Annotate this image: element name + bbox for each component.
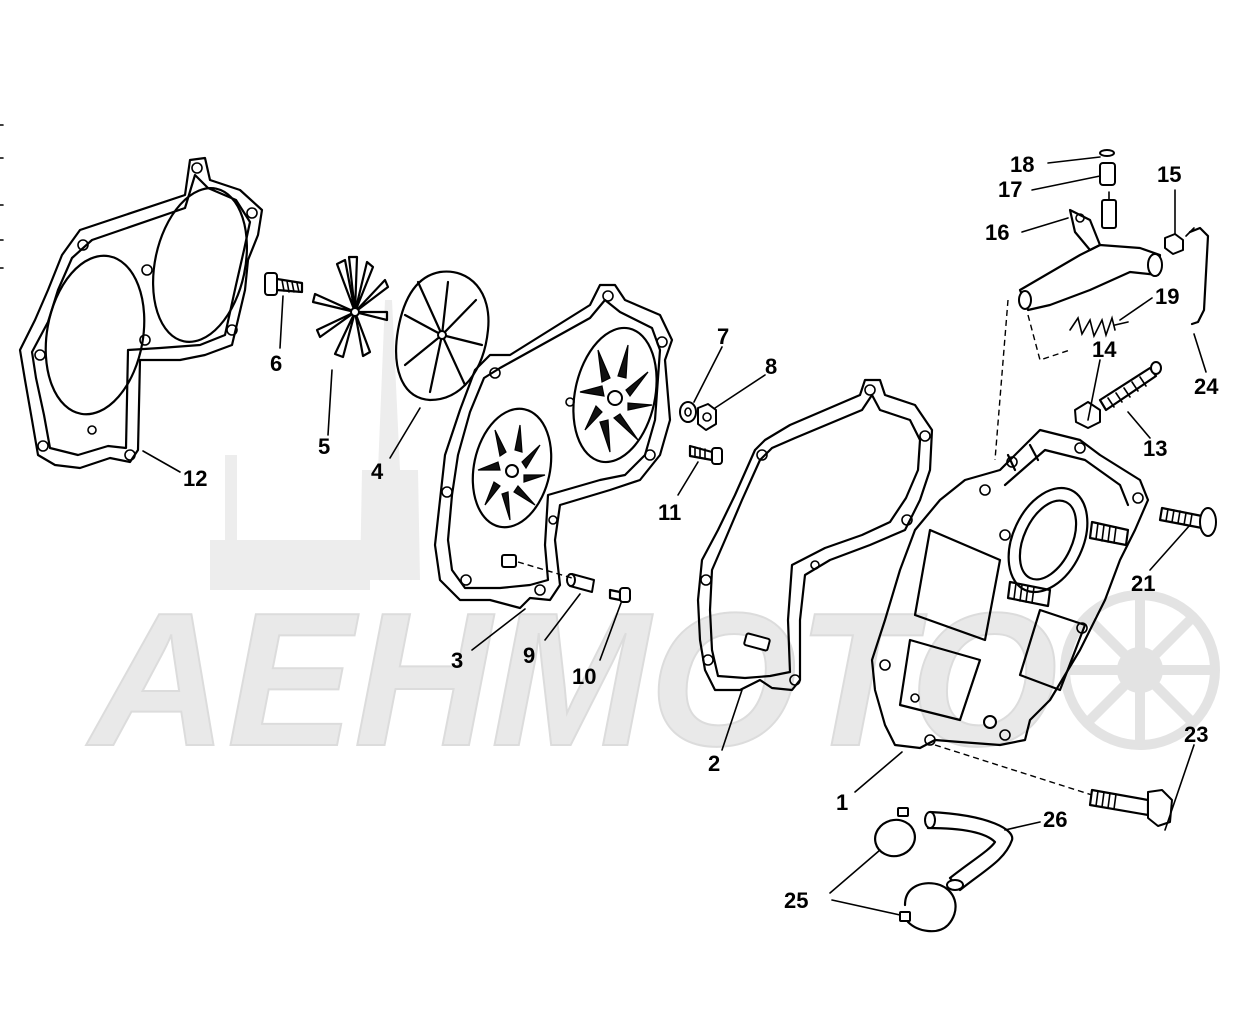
nut-15 (1164, 233, 1184, 255)
alignment-line-23 (934, 744, 1093, 796)
housing-1 (870, 428, 1150, 750)
screw-11 (688, 444, 723, 465)
valve-5 (311, 255, 390, 359)
spring-19 (1069, 315, 1129, 339)
nut-8 (697, 403, 717, 431)
screw-13 (1098, 361, 1162, 412)
edge-marks (0, 124, 4, 269)
label-part-15: 15 (1157, 162, 1181, 187)
label-part-11: 11 (658, 500, 681, 525)
leader-lines (142, 156, 1207, 916)
hose-26 (924, 810, 1014, 892)
clamp-25a (874, 807, 916, 858)
label-part-25: 25 (784, 888, 808, 913)
label-part-5: 5 (318, 434, 330, 459)
bolt-23 (1088, 788, 1173, 827)
label-part-3: 3 (451, 648, 463, 673)
alignment-line-19 (1027, 314, 1071, 361)
clamp-25b (899, 882, 957, 933)
label-part-14: 14 (1092, 337, 1117, 362)
watermark-tower (210, 300, 420, 590)
label-part-17: 17 (998, 177, 1022, 202)
label-part-24: 24 (1194, 374, 1219, 399)
rod-24 (1185, 226, 1210, 326)
label-part-18: 18 (1010, 152, 1034, 177)
label-part-10: 10 (572, 664, 596, 689)
gasket-2 (696, 378, 934, 692)
gasket-12 (18, 156, 264, 470)
label-part-7: 7 (717, 324, 729, 349)
label-part-6: 6 (270, 351, 282, 376)
label-part-23: 23 (1184, 722, 1208, 747)
plate-3 (433, 283, 674, 610)
label-part-26: 26 (1043, 807, 1067, 832)
watermark-text: AEHMOTO (86, 574, 1058, 786)
lever-16 (1018, 191, 1163, 312)
label-part-21: 21 (1131, 571, 1155, 596)
nut-14 (1074, 401, 1101, 429)
watermark: AEHMOTO (85, 300, 1220, 787)
screw-21 (1158, 506, 1217, 537)
label-part-13: 13 (1143, 436, 1167, 461)
label-part-16: 16 (985, 220, 1009, 245)
alignment-line-16 (994, 299, 1009, 461)
label-part-9: 9 (523, 643, 535, 668)
label-part-8: 8 (765, 354, 777, 379)
part-labels: 12 6 5 4 3 9 10 7 8 11 2 1 21 23 26 25 1… (183, 152, 1219, 913)
sleeve-17 (1099, 162, 1116, 186)
washer-7 (679, 401, 697, 423)
label-part-12: 12 (183, 466, 207, 491)
screw-6 (264, 272, 304, 296)
watermark-wheel (1060, 590, 1220, 750)
clip-18 (1099, 149, 1115, 157)
valve-4 (395, 270, 490, 402)
label-part-1: 1 (836, 790, 848, 815)
label-part-2: 2 (708, 751, 720, 776)
label-part-4: 4 (371, 459, 384, 484)
label-part-19: 19 (1155, 284, 1179, 309)
screw-10 (608, 587, 631, 603)
